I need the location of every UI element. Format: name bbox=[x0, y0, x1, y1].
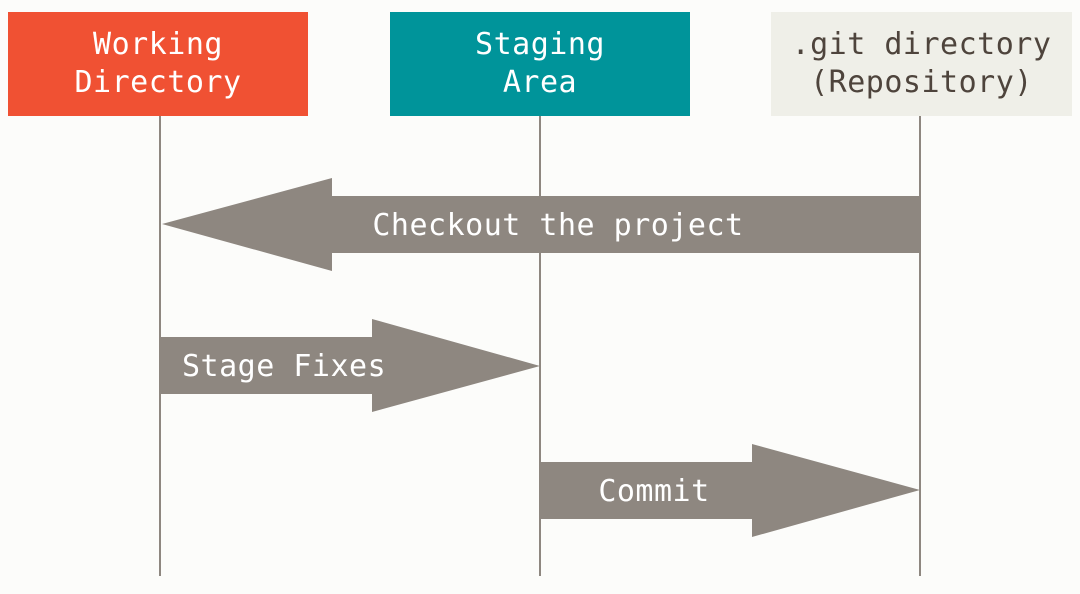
arrow-checkout-label: Checkout the project bbox=[372, 208, 743, 243]
git-directory-box: .git directory (Repository) bbox=[771, 12, 1072, 116]
arrow-stage-fixes-shape bbox=[160, 319, 540, 412]
arrow-commit: Commit bbox=[540, 444, 920, 537]
git-directory-label-line-1: .git directory bbox=[791, 27, 1052, 62]
arrow-checkout-shape bbox=[162, 178, 920, 271]
arrow-commit-shape bbox=[540, 444, 920, 537]
arrow-stage-fixes-label: Stage Fixes bbox=[182, 349, 386, 384]
arrow-checkout: Checkout the project bbox=[162, 178, 920, 271]
arrow-stage-fixes: Stage Fixes bbox=[160, 319, 540, 412]
working-directory-label-line-2: Directory bbox=[74, 65, 242, 100]
staging-area-label-line-1: Staging bbox=[475, 27, 605, 62]
staging-area-label-line-2: Area bbox=[502, 65, 578, 100]
working-directory-box: Working Directory bbox=[8, 12, 308, 116]
working-directory-label-line-1: Working bbox=[93, 27, 223, 62]
arrow-commit-label: Commit bbox=[598, 474, 709, 509]
staging-area-box: Staging Area bbox=[390, 12, 690, 116]
git-directory-label-line-2: (Repository) bbox=[810, 65, 1033, 100]
